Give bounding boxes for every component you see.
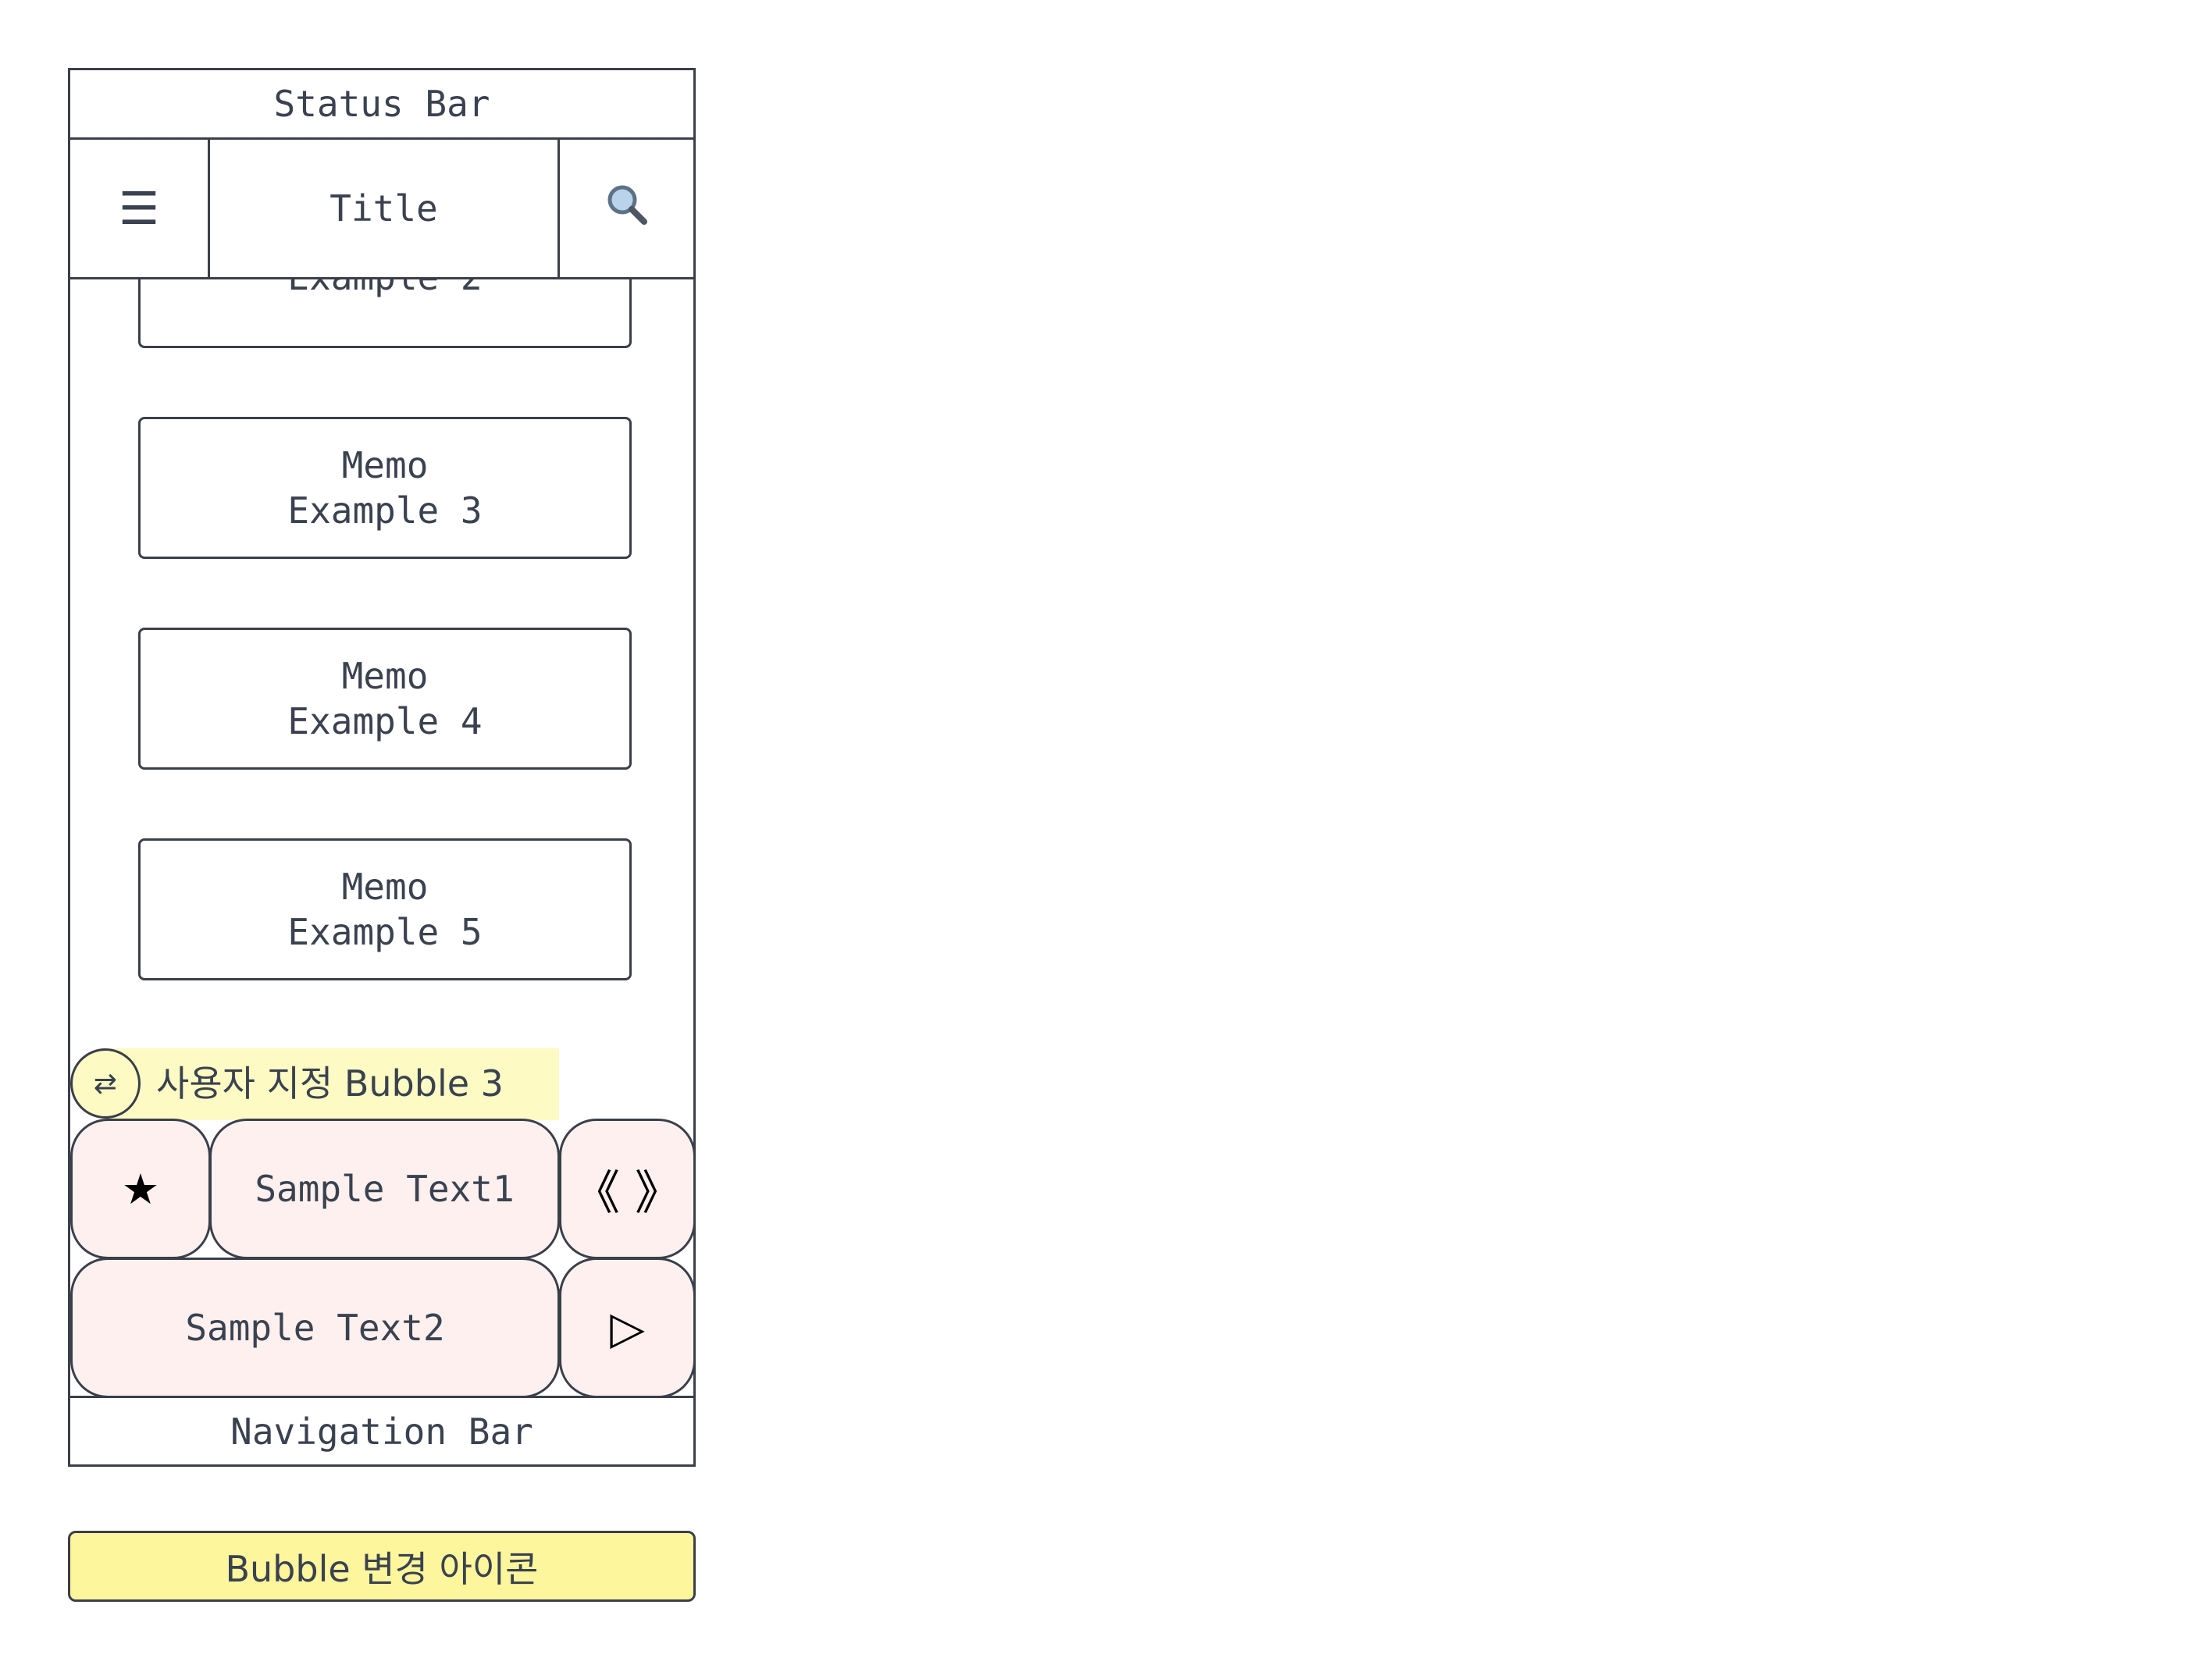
memo-card-line2: Example 4 <box>287 700 483 742</box>
sample-text1-label: Sample Text1 <box>255 1168 515 1210</box>
play-icon: ▷ <box>610 1301 645 1354</box>
memo-card-line1: Memo <box>341 866 429 908</box>
memo-card-line2: Example 2 <box>287 278 482 300</box>
expand-button[interactable]: 《 》 <box>559 1119 696 1259</box>
sample-text2-label: Sample Text2 <box>185 1307 445 1349</box>
bubble-3-strip[interactable] <box>102 1048 559 1120</box>
star-button[interactable]: ★ <box>70 1119 211 1259</box>
bubble-3-label: 사용자 지정 Bubble 3 <box>156 1062 504 1105</box>
memo-card-line2: Example 5 <box>287 911 483 953</box>
memo-card-2[interactable]: Example 2 <box>138 278 632 348</box>
search-icon <box>604 181 650 237</box>
swap-arrows-icon: ⇄ <box>93 1067 118 1100</box>
page-title: Title <box>329 187 438 229</box>
double-angle-brackets-icon: 《 》 <box>572 1165 682 1221</box>
status-bar: Status Bar <box>68 68 696 140</box>
navigation-bar-label: Navigation Bar <box>230 1410 533 1453</box>
navigation-bar: Navigation Bar <box>68 1396 696 1467</box>
search-button[interactable] <box>557 137 696 279</box>
legend-bubble-change-icon: Bubble 변경 아이콘 <box>68 1531 696 1602</box>
memo-card-line1: Memo <box>341 655 429 697</box>
status-bar-label: Status Bar <box>273 83 490 125</box>
menu-button[interactable]: ☰ <box>68 137 210 279</box>
app-bar-title: Title <box>208 137 560 279</box>
legend-label: Bubble 변경 아이콘 <box>225 1547 539 1590</box>
sample-text1-button[interactable]: Sample Text1 <box>209 1119 560 1259</box>
star-icon: ★ <box>121 1164 160 1214</box>
memo-card-line1: Memo <box>341 444 429 486</box>
memo-list[interactable]: Example 2 Memo Example 3 Memo Example 4 … <box>70 278 693 1396</box>
play-button[interactable]: ▷ <box>559 1258 696 1398</box>
memo-card-line2: Example 3 <box>287 489 483 532</box>
memo-card-5[interactable]: Memo Example 5 <box>138 838 632 980</box>
memo-card-3[interactable]: Memo Example 3 <box>138 417 632 559</box>
memo-card-4[interactable]: Memo Example 4 <box>138 628 632 770</box>
sample-text2-button[interactable]: Sample Text2 <box>70 1258 560 1398</box>
hamburger-menu-icon: ☰ <box>119 182 159 235</box>
bubble-swap-button[interactable]: ⇄ <box>70 1048 141 1119</box>
